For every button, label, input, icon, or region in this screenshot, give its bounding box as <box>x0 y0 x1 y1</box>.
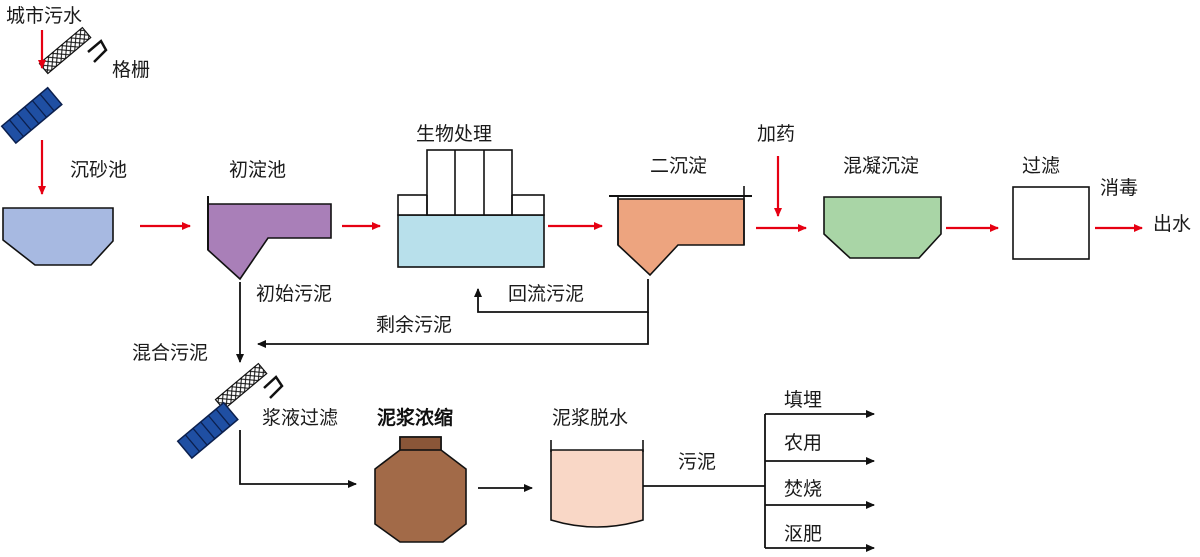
sludge-thickener <box>374 436 467 543</box>
primary-sludge-label: 初始污泥 <box>256 283 332 305</box>
excess-sludge-label: 剩余污泥 <box>376 314 452 336</box>
effluent-label: 出水 <box>1153 213 1191 235</box>
mixed-sludge-label: 混合污泥 <box>132 342 208 364</box>
dosing-label: 加药 <box>757 123 795 145</box>
primary-clarifier-tank <box>207 203 332 281</box>
sludge-dewatering-label: 泥浆脱水 <box>552 407 628 429</box>
primary-clarifier-label: 初淀池 <box>229 159 286 181</box>
coag-settling-label: 混凝沉淀 <box>843 155 919 177</box>
screen-unit-bottom <box>176 362 284 460</box>
slurry-screen-hook <box>263 375 284 399</box>
slurry-filtration-label: 浆液过滤 <box>262 407 338 429</box>
disposal-agriculture-label: 农用 <box>784 432 822 454</box>
screen-unit-top <box>0 26 108 145</box>
slurry-screen-bars <box>176 401 239 460</box>
sludge-flow-lines <box>236 279 875 552</box>
disposal-compost-label: 沤肥 <box>784 523 822 545</box>
return-sludge-label: 回流污泥 <box>508 283 584 305</box>
screen-bars <box>0 86 63 145</box>
sludge-label: 污泥 <box>678 451 716 473</box>
return-sludge-line <box>474 279 649 313</box>
disinfection-label: 消毒 <box>1100 177 1138 199</box>
disposal-landfill-label: 填埋 <box>784 389 822 411</box>
filtration-label: 过滤 <box>1022 155 1060 177</box>
secondary-clarifier-label: 二沉淀 <box>650 155 707 177</box>
water-flow-arrows <box>38 30 1143 232</box>
grit-chamber-tank <box>2 207 114 266</box>
sludge-thickening-label: 泥浆浓缩 <box>377 406 453 429</box>
screen-hook <box>87 39 108 63</box>
sludge-thickener-cap <box>399 436 442 451</box>
coag-settling-tank <box>823 196 942 259</box>
sludge-dewatering-unit <box>550 449 644 528</box>
bio-treatment-label: 生物处理 <box>416 123 492 145</box>
secondary-clarifier-tank <box>617 198 745 277</box>
bio-treatment-tank <box>397 149 545 268</box>
bio-tank-aerator <box>426 149 513 216</box>
filter-unit <box>1012 186 1090 260</box>
bio-tank-water <box>397 214 545 268</box>
slurry-screen-rake-arm <box>214 362 268 411</box>
screen-rake-arm <box>38 26 92 75</box>
screen-label: 格栅 <box>112 59 150 81</box>
excess-sludge-line <box>257 312 649 348</box>
grit-chamber-label: 沉砂池 <box>70 159 127 181</box>
disposal-incineration-label: 焚烧 <box>784 478 822 500</box>
influent-label: 城市污水 <box>6 5 82 27</box>
to-thickener-line <box>239 430 357 488</box>
